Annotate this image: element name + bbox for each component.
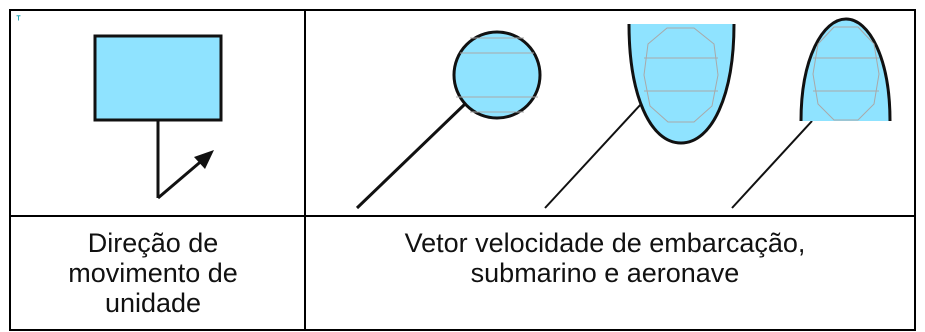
table-border-right bbox=[914, 9, 916, 331]
aircraft-velocity-vector-icon bbox=[731, 17, 892, 209]
table-border-top bbox=[9, 9, 916, 11]
vessel-velocity-vector-icon bbox=[355, 30, 542, 210]
velocity-vector-symbols bbox=[355, 17, 892, 210]
submarine-velocity-vector-icon bbox=[544, 23, 736, 209]
table-row-divider bbox=[9, 215, 916, 217]
corner-mark-icon bbox=[16, 15, 21, 21]
direction-arrow-icon bbox=[157, 150, 214, 200]
unit-rectangle-icon bbox=[93, 34, 223, 122]
table-column-divider bbox=[304, 9, 306, 331]
table-border-bottom bbox=[9, 329, 916, 331]
table-border-left bbox=[9, 9, 11, 331]
velocity-vector-caption: Vetor velocidade de embarcação, submarin… bbox=[404, 228, 806, 288]
unit-movement-caption: Direção de movimento de unidade bbox=[68, 228, 238, 318]
unit-movement-direction-symbol bbox=[93, 34, 223, 200]
